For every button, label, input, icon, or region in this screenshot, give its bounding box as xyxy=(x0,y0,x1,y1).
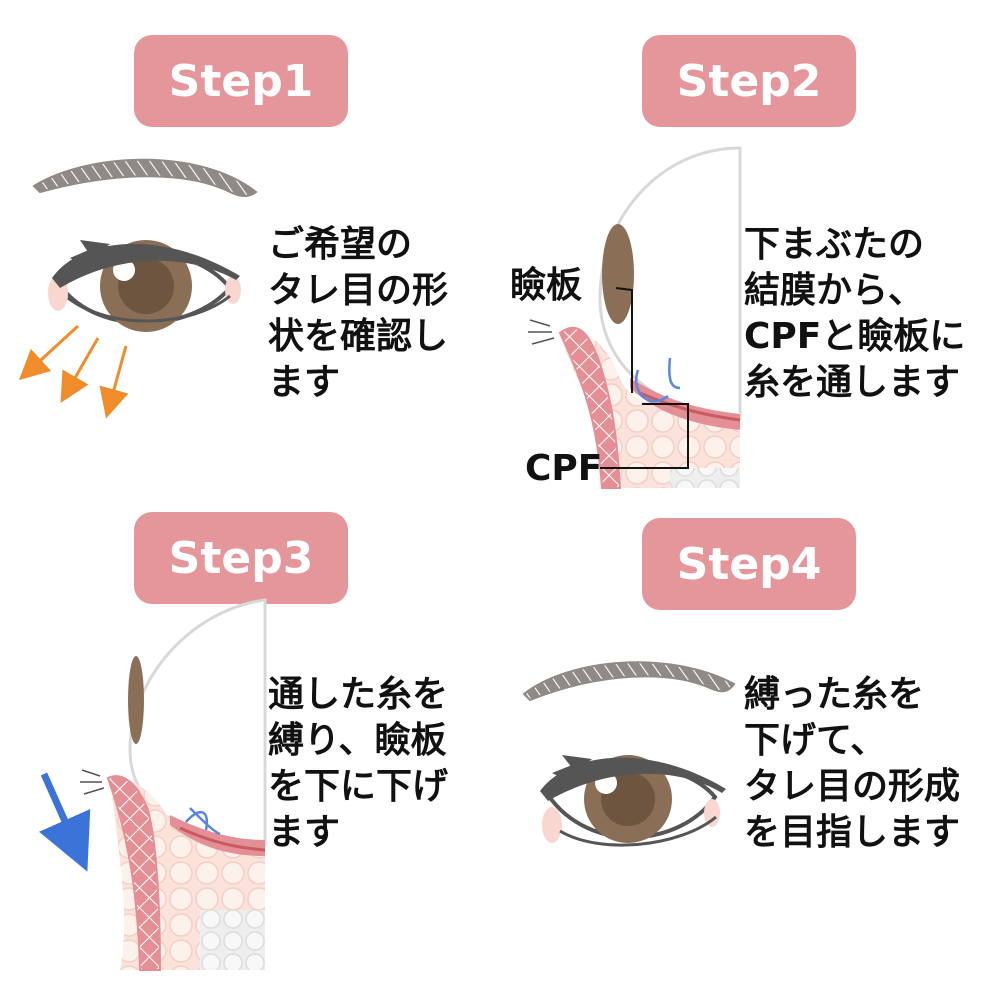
description-line: 結膜から、 xyxy=(744,270,925,311)
down-arrow-icon xyxy=(18,324,129,419)
description-line: ます xyxy=(268,812,341,853)
description-line: タレ目の形 xyxy=(268,270,449,311)
description-line: 下げて、 xyxy=(744,720,887,761)
description-line: 状を確認し xyxy=(268,316,449,357)
description-line: を目指します xyxy=(744,812,961,853)
step4-description: 縛った糸を 下げて、 タレ目の形成 を目指します xyxy=(744,672,960,856)
description-line: CPFと瞼板に xyxy=(744,316,966,357)
description-line: を下に下げ xyxy=(268,766,449,807)
cpf-label: CPF xyxy=(525,448,603,489)
description-line: ご希望の xyxy=(268,224,413,265)
description-line: 糸を通します xyxy=(744,362,961,403)
description-line: ます xyxy=(268,362,341,403)
eye-illustration xyxy=(48,240,241,332)
step3-description: 通した糸を 縛り、瞼板 を下に下げ ます xyxy=(268,672,448,856)
eyebrow-illustration xyxy=(32,158,258,198)
description-line: 縛り、瞼板 xyxy=(268,720,447,761)
description-line: 下まぶたの xyxy=(744,224,925,265)
eye-illustration xyxy=(540,755,726,847)
step1-description: ご希望の タレ目の形 状を確認し ます xyxy=(268,222,448,406)
down-arrow-icon xyxy=(39,772,91,872)
step2-badge: Step2 xyxy=(642,35,856,127)
step2-description: 下まぶたの 結膜から、 CPFと瞼板に 糸を通します xyxy=(744,222,965,406)
eyelid-cross-section xyxy=(528,146,742,489)
step3-badge: Step3 xyxy=(134,512,348,604)
description-line: 縛った糸を xyxy=(744,674,925,715)
description-line: 通した糸を xyxy=(268,674,449,715)
step4-badge: Step4 xyxy=(642,518,856,610)
description-line: タレ目の形成 xyxy=(744,766,961,807)
step1-badge: Step1 xyxy=(134,35,348,127)
eyebrow-illustration xyxy=(522,661,736,702)
tarsus-label: 瞼板 xyxy=(510,265,583,306)
eyelid-cross-section xyxy=(80,598,267,971)
